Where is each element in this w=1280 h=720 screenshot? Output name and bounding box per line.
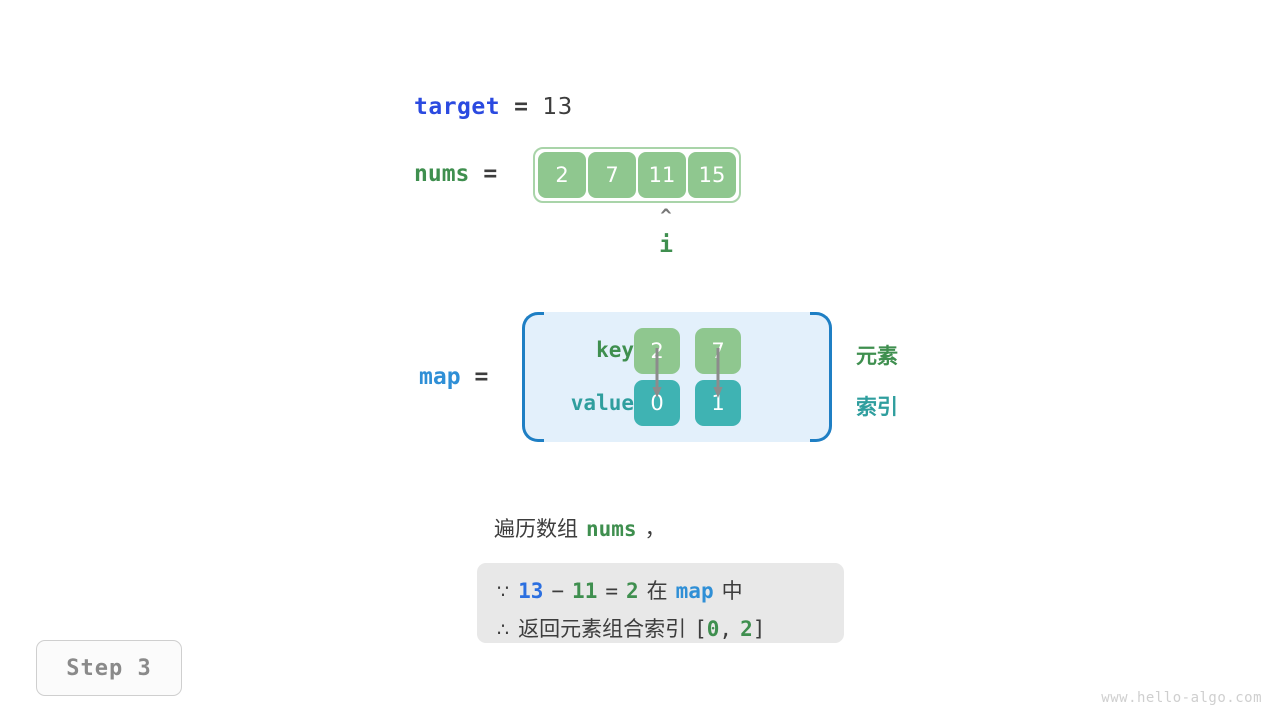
nums-array: 2 7 11 15 [533, 147, 741, 203]
pointer-label-i: i [659, 231, 673, 258]
target-variable-row: target = 13 [414, 94, 573, 120]
map-variable-row: map = [419, 364, 488, 390]
note-value-11: 11 [572, 579, 598, 603]
map-value-cell-0: 0 [634, 380, 680, 426]
bracket-close: ] [752, 616, 766, 641]
map-key-cell-0: 2 [634, 328, 680, 374]
because-symbol: ∵ [497, 580, 510, 603]
note-line-2: ∴ 返回元素组合索引 [0, 2] [497, 611, 824, 649]
map-key-cell-0-text: 2 [650, 338, 664, 363]
nums-variable-row: nums = [414, 161, 497, 187]
map-value-cell-1: 1 [695, 380, 741, 426]
map-key-cell-1: 7 [695, 328, 741, 374]
legend-element-label: 元素 [856, 344, 898, 368]
therefore-symbol: ∴ [497, 618, 510, 641]
nums-cell-3: 15 [688, 152, 736, 198]
map-variable-name: map [419, 364, 461, 390]
note-line-2-text: 返回元素组合索引 [518, 616, 687, 641]
note-word-zhong: 中 [721, 579, 743, 603]
target-value: 13 [542, 94, 573, 120]
map-value-row-label: value [570, 391, 634, 415]
nums-cell-1: 7 [588, 152, 636, 198]
nums-cell-2: 11 [638, 152, 686, 198]
note-minus-sign: − [551, 579, 565, 603]
caption-traverse-array: 遍历数组 nums ， [494, 513, 666, 543]
map-equals-sign: = [474, 364, 489, 390]
note-word-zai: 在 [646, 579, 668, 603]
legend-index-label: 索引 [856, 395, 898, 419]
result-index-0: 0 [706, 616, 720, 641]
target-equals-sign: = [514, 94, 529, 120]
hash-map-container: key value 2 7 0 1 [522, 312, 832, 442]
index-pointer: ^ i [643, 205, 689, 258]
result-comma: , [719, 616, 733, 641]
bracket-open: [ [694, 616, 707, 641]
map-key-cell-1-text: 7 [711, 338, 725, 363]
watermark: www.hello-algo.com [1101, 690, 1262, 706]
target-variable-name: target [414, 94, 501, 120]
map-value-cell-1-text: 1 [711, 390, 725, 415]
map-key-row-label: key [596, 338, 634, 362]
caption-code-nums: nums [586, 517, 637, 541]
result-index-1: 2 [740, 616, 753, 641]
note-code-map: map [675, 579, 714, 603]
note-value-2: 2 [626, 579, 639, 603]
note-equals-sign: = [605, 579, 618, 603]
nums-variable-name: nums [414, 161, 470, 187]
caption-prefix: 遍历数组 [494, 517, 578, 541]
map-value-cell-0-text: 0 [650, 390, 664, 415]
caption-suffix: ， [644, 517, 666, 541]
note-value-13: 13 [518, 579, 544, 603]
nums-cell-0: 2 [538, 152, 586, 198]
nums-equals-sign: = [483, 161, 498, 187]
caret-up-icon: ^ [660, 205, 672, 227]
step-badge: Step 3 [36, 640, 182, 696]
